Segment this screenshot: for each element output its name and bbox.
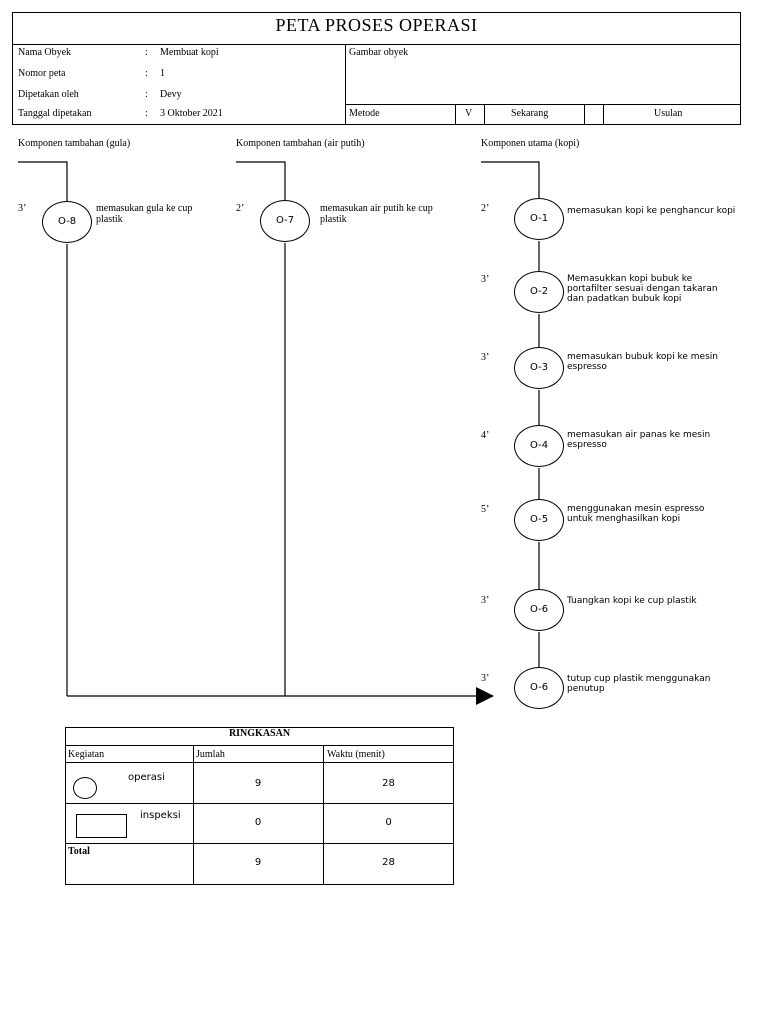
column-heading-water: Komponen tambahan (air putih) [236, 138, 365, 149]
operation-id: O-6 [529, 682, 549, 693]
column-heading-coffee: Komponen utama (kopi) [481, 138, 580, 149]
method-proposed: Usulan [654, 108, 683, 119]
op-description: memasukan air panas ke mesin espresso [567, 430, 711, 450]
field-sep: : [145, 47, 148, 58]
flow-lines [18, 161, 540, 705]
operation-id: O-7 [275, 215, 295, 226]
operation-id: O-4 [529, 440, 549, 451]
method-col-divider-4 [603, 104, 604, 125]
operation-symbol-o3: O-3 [514, 347, 564, 389]
operation-symbol-o6-final: O-6 [514, 667, 564, 709]
entry-line-coffee [481, 161, 540, 199]
method-col-divider-2 [484, 104, 485, 125]
field-value-object: Membuat kopi [160, 47, 219, 58]
object-image-label: Gambar obyek [349, 47, 409, 58]
op-description: Tuangkan kopi ke cup plastik [567, 596, 697, 606]
operation-id: O-1 [529, 213, 549, 224]
operation-symbol-o7: O-7 [260, 200, 310, 242]
op-description: memasukan kopi ke penghancur kopi [567, 206, 736, 216]
summary-header-time: Waktu (menit) [327, 749, 385, 760]
operation-symbol-o8: O-8 [42, 201, 92, 243]
summary-header-divider [65, 762, 454, 763]
field-label-chart-number: Nomor peta [18, 68, 66, 79]
field-sep: : [145, 89, 148, 100]
operation-id: O-6 [529, 604, 549, 615]
summary-title-divider [65, 745, 454, 746]
summary-total-label: Total [68, 846, 90, 857]
field-label-date: Tanggal dipetakan [18, 108, 92, 119]
operation-id: O-5 [529, 514, 549, 525]
entry-line-sugar [18, 161, 68, 202]
op-time: 3’ [18, 203, 27, 214]
summary-header-activity: Kegiatan [68, 749, 105, 760]
summary-activity-operation: operasi [128, 772, 165, 783]
summary-count-inspection: 0 [254, 817, 262, 828]
header-frame [12, 12, 741, 125]
op-time: 3’ [481, 595, 490, 606]
summary-title: RINGKASAN [228, 728, 291, 739]
op-time: 2’ [481, 203, 490, 214]
summary-activity-inspection: inspeksi [140, 810, 181, 821]
summary-count-operation: 9 [254, 778, 262, 789]
summary-header-count: Jumlah [196, 749, 225, 760]
inspection-symbol-icon [76, 814, 127, 838]
title-divider [12, 44, 741, 45]
op-time: 3’ [481, 274, 490, 285]
op-time: 2’ [236, 203, 245, 214]
summary-row2-divider [65, 843, 454, 844]
method-label: Metode [349, 108, 380, 119]
operation-id: O-3 [529, 362, 549, 373]
entry-line-water [236, 161, 286, 201]
op-description: Memasukkan kopi bubuk ke portafilter ses… [567, 274, 718, 304]
op-time: 3’ [481, 673, 490, 684]
operation-id: O-8 [57, 216, 77, 227]
field-value-date: 3 Oktober 2021 [160, 108, 223, 119]
field-value-chart-number: 1 [160, 68, 165, 79]
operation-symbol-o1: O-1 [514, 198, 564, 240]
operation-symbol-icon [73, 777, 97, 799]
summary-row1-divider [65, 803, 454, 804]
op-time: 5’ [481, 504, 490, 515]
header-vertical-divider [345, 44, 346, 125]
op-description: memasukan air putih ke cup plastik [320, 203, 433, 225]
op-description: memasukan gula ke cup plastik [96, 203, 193, 225]
summary-time-operation: 28 [382, 778, 395, 789]
op-time: 4’ [481, 430, 490, 441]
column-heading-sugar: Komponen tambahan (gula) [18, 138, 131, 149]
field-label-object: Nama Obyek [18, 47, 72, 58]
field-sep: : [145, 68, 148, 79]
field-label-mapped-by: Dipetakan oleh [18, 89, 79, 100]
op-description: menggunakan mesin espresso untuk menghas… [567, 504, 705, 524]
operation-symbol-o6: O-6 [514, 589, 564, 631]
method-row-divider [345, 104, 741, 105]
field-value-mapped-by: Devy [160, 89, 182, 100]
op-description: tutup cup plastik menggunakan penutup [567, 674, 711, 694]
page-title: PETA PROSES OPERASI [275, 15, 478, 35]
operation-symbol-o4: O-4 [514, 425, 564, 467]
summary-table [65, 727, 454, 885]
summary-time-inspection: 0 [385, 817, 392, 828]
operation-symbol-o5: O-5 [514, 499, 564, 541]
method-col-divider-1 [455, 104, 456, 125]
summary-col-divider-2 [323, 745, 324, 885]
summary-col-divider-1 [193, 745, 194, 885]
method-check-mark: V [465, 108, 473, 119]
field-sep: : [145, 108, 148, 119]
operation-id: O-2 [529, 286, 549, 297]
operation-symbol-o2: O-2 [514, 271, 564, 313]
arrowhead [476, 687, 494, 705]
op-description: memasukan bubuk kopi ke mesin espresso [567, 352, 718, 372]
method-current: Sekarang [511, 108, 549, 119]
op-time: 3’ [481, 352, 490, 363]
summary-total-count: 9 [254, 857, 262, 868]
summary-total-time: 28 [382, 857, 395, 868]
method-col-divider-3 [584, 104, 585, 125]
